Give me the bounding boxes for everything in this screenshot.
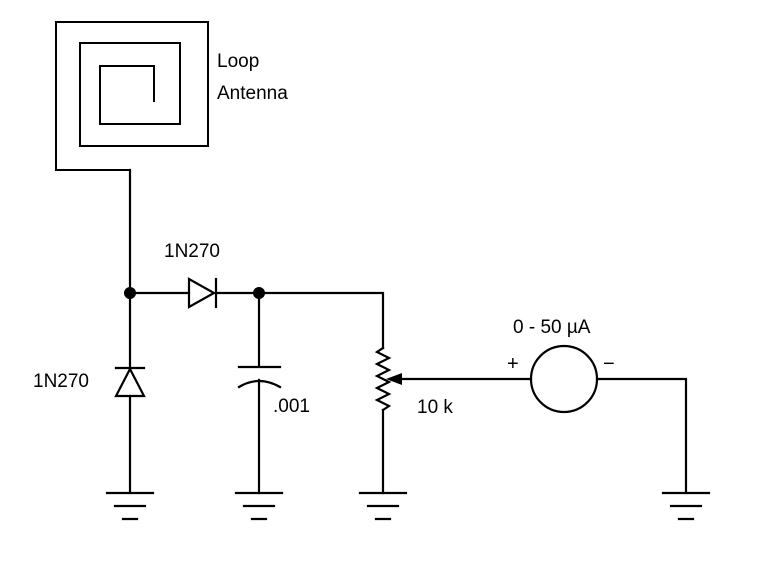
shunt-diode-label: 1N270 — [33, 371, 89, 392]
antenna-label-line-2: Antenna — [217, 83, 288, 104]
series-diode — [187, 277, 218, 309]
ground-symbol-4 — [661, 491, 711, 521]
ground-symbol-3 — [358, 491, 408, 521]
shunt-diode — [114, 366, 146, 398]
meter-plus-sign: + — [507, 353, 519, 375]
microammeter — [529, 344, 599, 414]
wire-to-potentiometer — [257, 291, 385, 350]
meter-range-label: 0 - 50 µA — [513, 317, 591, 338]
potentiometer — [374, 346, 533, 495]
series-diode-label: 1N270 — [164, 241, 220, 262]
antenna-label-line-1: Loop — [217, 51, 259, 72]
ground-symbol-1 — [105, 491, 155, 521]
capacitor-label: .001 — [273, 396, 310, 417]
potentiometer-label: 10 k — [417, 397, 453, 418]
meter-ground-wire — [595, 377, 688, 495]
ground-symbol-2 — [234, 491, 284, 521]
meter-minus-sign: − — [603, 353, 615, 375]
loop-antenna — [55, 21, 209, 171]
